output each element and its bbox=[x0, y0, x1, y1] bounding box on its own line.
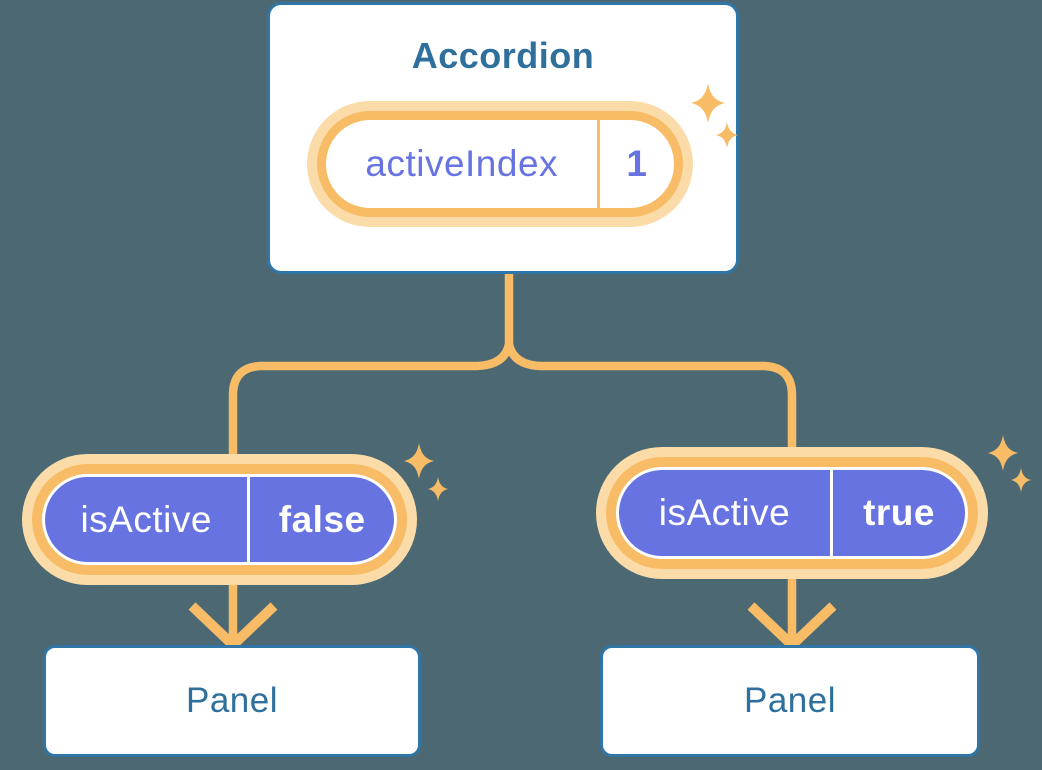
prop-left-value-section: false bbox=[250, 477, 394, 562]
state-label: activeIndex bbox=[365, 143, 559, 184]
prop-left-label-section: isActive bbox=[45, 477, 247, 562]
state-value-section: 1 bbox=[600, 120, 674, 208]
prop-pill-left-divider bbox=[247, 477, 251, 562]
state-pill-ring: activeIndex 1 bbox=[317, 111, 683, 217]
state-label-section: activeIndex bbox=[326, 120, 597, 208]
prop-pill-right-divider bbox=[830, 470, 834, 556]
accordion-title: Accordion bbox=[411, 35, 595, 76]
prop-pill-left-body: isActive false bbox=[42, 474, 397, 565]
panel-right-title: Panel bbox=[743, 681, 837, 720]
sparkle-icon bbox=[988, 435, 1031, 492]
prop-right-value-section: true bbox=[833, 470, 965, 556]
prop-pill-isactive-false: isActive false bbox=[22, 454, 417, 585]
state-pill-activeindex: activeIndex 1 bbox=[307, 101, 693, 227]
panel-component-box-right: Panel bbox=[600, 645, 980, 757]
arrow-left-head-icon bbox=[188, 602, 278, 650]
prop-pill-isactive-true: isActive true bbox=[596, 447, 988, 579]
arrow-right-head-icon bbox=[747, 602, 837, 650]
prop-right-label: isActive bbox=[658, 492, 791, 533]
state-value: 1 bbox=[626, 143, 648, 184]
state-pill-divider bbox=[597, 120, 600, 208]
prop-left-value: false bbox=[278, 498, 366, 540]
prop-pill-left-ring: isActive false bbox=[32, 464, 407, 575]
state-pill-body: activeIndex 1 bbox=[326, 120, 674, 208]
panel-component-box-left: Panel bbox=[43, 645, 421, 757]
panel-left-title: Panel bbox=[185, 681, 279, 720]
prop-pill-right-ring: isActive true bbox=[606, 457, 978, 569]
prop-left-label: isActive bbox=[80, 498, 212, 540]
prop-pill-right-body: isActive true bbox=[616, 467, 968, 559]
prop-right-label-section: isActive bbox=[619, 470, 830, 556]
prop-right-value: true bbox=[863, 492, 935, 533]
fork-left-line bbox=[228, 342, 514, 470]
